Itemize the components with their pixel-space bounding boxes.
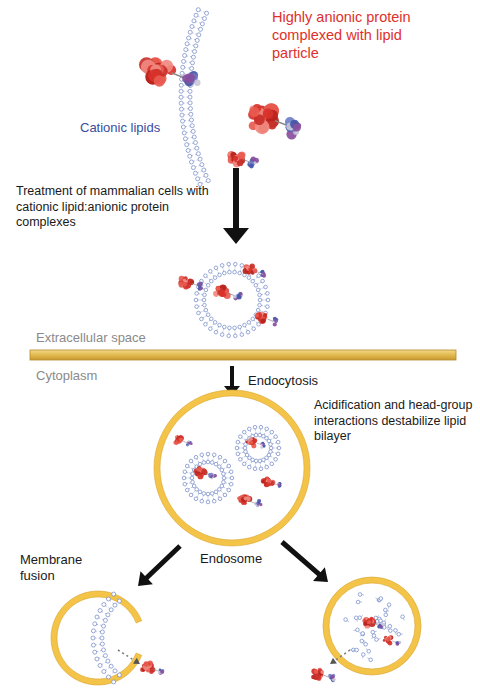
lipid-particle <box>235 425 281 470</box>
anionic-protein <box>255 312 279 327</box>
release-path <box>334 650 350 661</box>
lipid-particle <box>194 262 270 337</box>
anionic-protein <box>213 284 243 300</box>
endosome-membrane <box>154 390 310 546</box>
lipid-bilayer <box>179 8 210 187</box>
step-caption: Endocytosis <box>248 373 368 389</box>
anionic-protein <box>248 103 301 139</box>
anionic-protein <box>237 494 262 507</box>
treatment-arrow <box>223 168 249 244</box>
step-caption: Membrane fusion <box>20 552 100 585</box>
fusing-bilayer <box>91 592 121 684</box>
lipid-particle <box>182 452 234 504</box>
anionic-protein <box>246 437 266 449</box>
endosome-membrane <box>51 591 142 685</box>
region-label: Cytoplasm <box>36 368 176 384</box>
anionic-protein <box>261 477 282 488</box>
anionic-protein <box>140 661 164 675</box>
region-label: Extracellular space <box>36 330 216 346</box>
anionic-protein <box>139 57 201 87</box>
organelle-label: Endosome <box>200 551 290 567</box>
step-caption: Acidification and head-group interaction… <box>314 398 474 445</box>
anionic-protein <box>228 151 259 168</box>
protein-caption: Highly anionic protein complexed with li… <box>272 8 432 62</box>
release-path <box>118 650 136 661</box>
dispersed-lipids <box>344 593 405 662</box>
fusion-arrow <box>138 544 182 586</box>
anionic-protein <box>362 617 384 629</box>
anionic-protein <box>173 435 192 446</box>
destabilize-arrow <box>280 540 328 582</box>
anionic-protein <box>383 635 401 646</box>
anionic-protein <box>243 264 266 278</box>
illustration-parts <box>51 8 421 685</box>
cell-membrane <box>30 350 456 360</box>
anionic-protein <box>193 466 217 479</box>
endosome-membrane <box>323 577 421 675</box>
step-caption: Treatment of mammalian cells with cation… <box>16 184 218 231</box>
lipid-caption: Cationic lipids <box>80 120 180 136</box>
release-arrowhead <box>330 658 337 664</box>
anionic-protein <box>178 276 203 291</box>
release-arrowhead <box>133 658 140 664</box>
anionic-protein <box>311 668 336 682</box>
